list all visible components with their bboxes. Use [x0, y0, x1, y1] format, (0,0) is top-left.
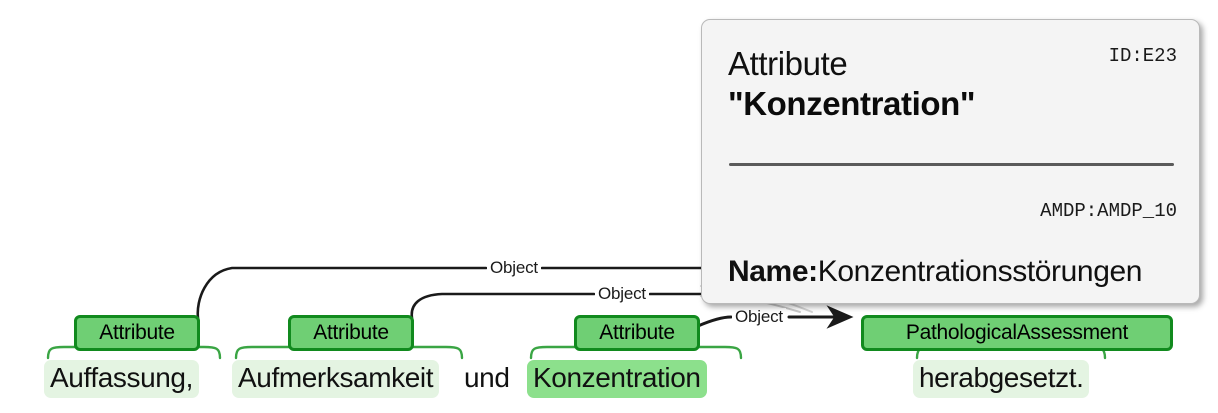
card-ontology-code: AMDP:AMDP_10: [1040, 200, 1177, 222]
entity-tag-attribute-3[interactable]: Attribute: [574, 315, 700, 351]
relation-edge-object-2: [410, 292, 596, 320]
card-entity-id: ID:E23: [1108, 45, 1177, 67]
card-property-value: Konzentrationsstörungen: [817, 255, 1143, 288]
card-property-key: Name:: [728, 255, 818, 288]
card-divider: [729, 163, 1174, 166]
entity-tag-pathological-assessment[interactable]: PathologicalAssessment: [861, 315, 1173, 351]
card-entity-title: "Konzentration": [728, 85, 976, 122]
sentence-token-herabgesetzt[interactable]: herabgesetzt.: [913, 360, 1090, 398]
sentence-token-und: und: [464, 362, 510, 393]
relation-edge-object-3: [696, 315, 733, 328]
entity-detail-card[interactable]: ID:E23 Attribute "Konzentration" AMDP:AM…: [701, 19, 1200, 304]
card-property-row: Name:Konzentrationsstörungen: [728, 254, 1142, 290]
entity-tag-attribute-2[interactable]: Attribute: [288, 315, 414, 351]
sentence-token-auffassung[interactable]: Auffassung,: [44, 360, 199, 398]
relation-label-object-1: Object: [487, 259, 541, 276]
sentence-token-konzentration[interactable]: Konzentration: [527, 360, 707, 398]
sentence-token-aufmerksamkeit[interactable]: Aufmerksamkeit: [232, 360, 440, 398]
relation-label-object-2: Object: [595, 285, 649, 302]
card-entity-type: Attribute: [728, 45, 848, 82]
relation-label-object-3: Object: [732, 308, 786, 325]
entity-tag-attribute-1[interactable]: Attribute: [74, 315, 200, 351]
relation-edge-object-1: [196, 266, 488, 320]
